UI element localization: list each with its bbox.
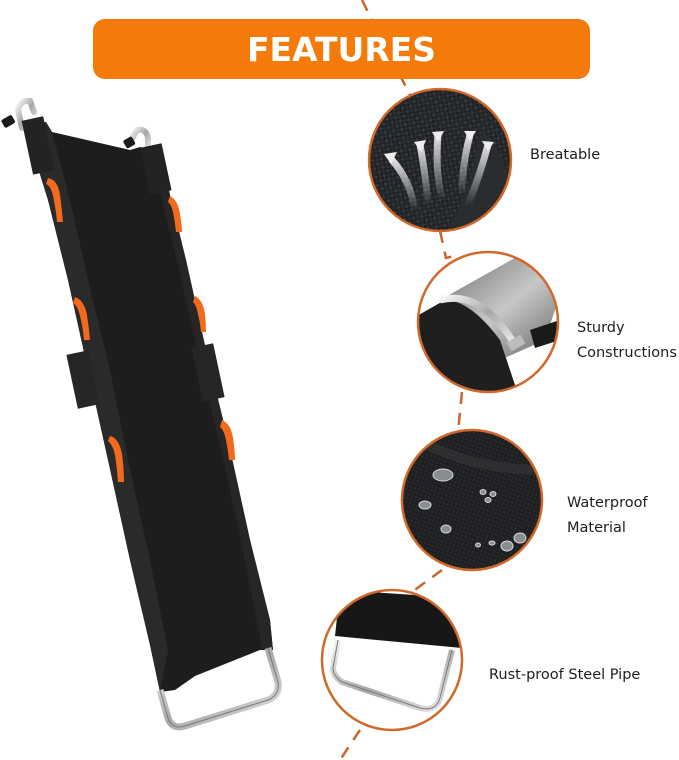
banner-title: FEATURES [246,29,437,69]
steel-pipe-icon [320,588,464,732]
feature-text-line1: Rust-proof Steel Pipe [489,667,641,683]
water-droplets-icon [400,428,544,572]
sturdy-frame-icon [416,250,560,394]
feature-text-line2: Material [567,520,626,536]
feature-breathable-image [369,89,511,231]
stretcher-illustration [1,97,282,731]
feature-text-line2: Constructions [577,345,677,361]
feature-text-line1: Sturdy [577,320,625,336]
feature-label-breathable: Breatable [530,143,600,168]
feature-text-line1: Breatable [530,147,601,163]
feature-label-steel-pipe: Rust-proof Steel Pipe [489,663,640,688]
feature-steel-pipe-image [322,590,462,730]
orange-handles [46,178,235,482]
feature-sturdy-image [418,252,558,392]
feature-label-sturdy: Sturdy Constructions [577,316,677,366]
feature-text-line1: Waterproof [567,495,648,511]
features-banner: FEATURES [93,19,590,79]
feature-label-waterproof: Waterproof Material [567,491,648,541]
feature-waterproof-image [402,430,542,570]
